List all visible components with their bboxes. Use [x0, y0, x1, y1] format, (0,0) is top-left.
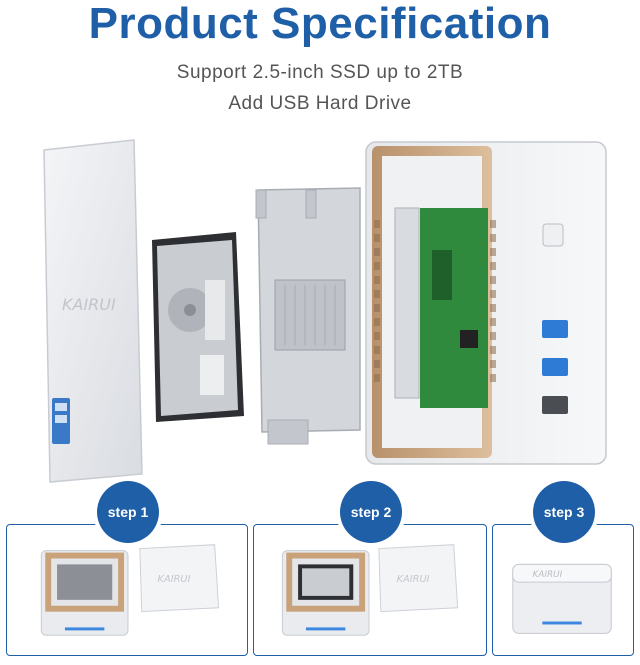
drive-bracket	[255, 187, 361, 445]
page-title: Product Specification	[88, 0, 552, 48]
subtitle-capacity: Support 2.5-inch SSD up to 2TB	[176, 62, 464, 83]
lid-logo: KAIRUI	[62, 295, 116, 314]
usb-port-2	[542, 358, 568, 376]
subtitle-usb: Add USB Hard Drive	[228, 93, 412, 114]
step-2-lid-logo: KAIRUI	[397, 574, 430, 585]
lid-panel: KAIRUI	[43, 139, 143, 483]
step-2-illustration: KAIRUI	[281, 544, 459, 636]
enclosure-body	[365, 141, 607, 465]
step-1-lid-logo: KAIRUI	[158, 574, 191, 585]
hard-drive	[152, 232, 244, 422]
step-3-badge: step 3	[533, 481, 595, 543]
step-1-illustration: KAIRUI	[40, 544, 220, 636]
power-button	[542, 223, 564, 247]
usb-port-3	[542, 396, 568, 414]
step-3-panel: step 3 KAIRUI	[492, 481, 634, 656]
step-1-badge: step 1	[97, 481, 159, 543]
circuit-board	[420, 208, 488, 408]
drive-label	[205, 280, 225, 340]
step-2-badge: step 2	[340, 481, 402, 543]
step-3-illustration: KAIRUI	[512, 563, 612, 634]
step-1-panel: step 1 KAIRUI	[6, 481, 248, 656]
usb-port-1	[542, 320, 568, 338]
step-2-panel: step 2 KAIRUI	[253, 481, 487, 656]
step-3-logo: KAIRUI	[532, 570, 562, 580]
product-exploded-illustration: KAIRUI	[43, 139, 607, 483]
